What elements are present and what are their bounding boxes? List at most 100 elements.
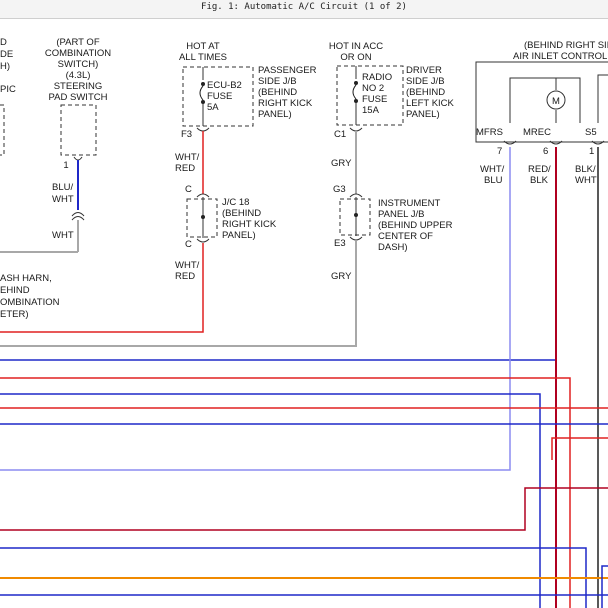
jc18-label-4: PANEL): [222, 230, 256, 241]
steering-label-2: COMBINATION: [45, 48, 111, 59]
passenger-jb-box: [182, 66, 254, 127]
driver-jb-label-4: LEFT KICK: [406, 98, 455, 109]
ecu-power-label-2: ALL TIMES: [179, 52, 227, 63]
ipjb-label-2: PANEL J/B: [378, 209, 424, 220]
steering-wire-color-1: BLU/: [52, 182, 73, 193]
left-top-text-3: H): [0, 61, 10, 72]
left-top-text-2: DE: [0, 49, 13, 60]
s5-wire-1: BLK/: [575, 164, 596, 175]
passenger-jb-label-1: PASSENGER: [258, 65, 317, 76]
jc18-connector-bottom: [196, 238, 210, 243]
mrec-wire-2: BLK: [530, 175, 549, 186]
driver-jb-label-1: DRIVER: [406, 65, 442, 76]
jc18-label-2: (BEHIND: [222, 208, 261, 219]
bus-wire-blue-2: [0, 393, 541, 608]
figure-title-bar: Fig. 1: Automatic A/C Circuit (1 of 2): [0, 0, 608, 19]
left-top-text-1: D: [0, 37, 7, 48]
left-edge-component: D DE H) PIC ASH HARN, EHIND OMBINATION E…: [0, 37, 60, 320]
steering-inline-connector: [71, 212, 85, 221]
bus-wire-red-1: [0, 377, 571, 608]
dash-harn-text-2: EHIND: [0, 285, 30, 296]
pin-mfrs-num: 7: [497, 146, 502, 157]
pin-s5: S5: [585, 127, 597, 138]
ipjb-label-4: CENTER OF: [378, 231, 433, 242]
passenger-jb-label-4: RIGHT KICK: [258, 98, 313, 109]
pin-mrec-num: 6: [543, 146, 548, 157]
steering-label-4: (4.3L): [66, 70, 91, 81]
steering-label-1: (PART OF: [56, 37, 99, 48]
wire-wht-blu-mfrs: [0, 147, 511, 471]
ecu-fuse-node-top: [201, 82, 205, 86]
ecu-fuse-label-3: 5A: [207, 102, 219, 113]
radio-fuse-node-bottom: [354, 99, 358, 103]
mrec-connector: [549, 140, 563, 145]
ecu-pin-label: F3: [181, 129, 192, 140]
air-inlet-internal-left: [509, 77, 556, 123]
radio-branch: HOT IN ACC OR ON RADIO NO 2 FUSE 15A DRI…: [0, 41, 455, 347]
pin-mrec: MREC: [523, 127, 551, 138]
radio-fuse-node-top: [354, 81, 358, 85]
dash-harn-text-3: OMBINATION: [0, 297, 60, 308]
ecu-wire-bottom-1: WHT/: [175, 260, 200, 271]
driver-jb-label-3: (BEHIND: [406, 87, 445, 98]
ecu-wire-top-1: WHT/: [175, 152, 200, 163]
motor-symbol: [546, 90, 566, 110]
jc18-label-3: RIGHT KICK: [222, 219, 277, 230]
ipjb-bottom-pin: E3: [334, 238, 346, 249]
ipjb-label-5: DASH): [378, 242, 408, 253]
bus-wire-red-3: [551, 437, 608, 460]
radio-pin-connector: [349, 127, 363, 132]
radio-fuse-label-2: NO 2: [362, 83, 384, 94]
motor-label: M: [552, 96, 560, 107]
steering-wire-color-2: WHT: [52, 194, 74, 205]
driver-jb-label-2: SIDE J/B: [406, 76, 445, 87]
bus-wire-blue-4: [0, 547, 587, 608]
steering-label-6: PAD SWITCH: [49, 92, 108, 103]
wire-gry-lower: [0, 241, 357, 347]
ipjb-label-1: INSTRUMENT: [378, 198, 440, 209]
ipjb-top-pin: G3: [333, 184, 346, 195]
left-component-box: [0, 104, 5, 156]
ecu-fuse-node-bottom: [201, 100, 205, 104]
radio-power-label-2: OR ON: [340, 52, 371, 63]
ecu-wire-bottom-2: RED: [175, 271, 195, 282]
ipjb-label-3: (BEHIND UPPER: [378, 220, 453, 231]
air-inlet-internal-right: [556, 77, 581, 123]
ecu-fuse-element: [199, 85, 204, 101]
left-pic-text: PIC: [0, 84, 16, 95]
ipjb-connector-top: [349, 193, 363, 198]
passenger-jb-label-5: PANEL): [258, 109, 292, 120]
ipjb-connector-bottom: [349, 236, 363, 241]
steering-lower-wire-label: WHT: [52, 230, 74, 241]
mrec-wire-1: RED/: [528, 164, 551, 175]
air-inlet-header-2: AIR INLET CONTROL: [513, 51, 607, 62]
passenger-jb-label-3: (BEHIND: [258, 87, 297, 98]
ecu-fuse-label-2: FUSE: [207, 91, 232, 102]
radio-fuse-element: [352, 84, 357, 100]
air-inlet-box: [475, 61, 608, 143]
steering-label-3: SWITCH): [58, 59, 99, 70]
air-inlet-header-1: (BEHIND RIGHT SIDE: [524, 40, 608, 51]
wire-harness: [0, 147, 608, 608]
driver-jb-label-5: PANEL): [406, 109, 440, 120]
ecu-wire-top-2: RED: [175, 163, 195, 174]
radio-power-label-1: HOT IN ACC: [329, 41, 383, 52]
ecu-power-label-1: HOT AT: [186, 41, 220, 52]
mfrs-wire-1: WHT/: [480, 164, 505, 175]
ecu-pin-connector: [196, 127, 210, 132]
dash-harn-text-1: ASH HARN,: [0, 273, 52, 284]
steering-pad-switch: (PART OF COMBINATION SWITCH) (4.3L) STEE…: [0, 37, 111, 253]
bus-wire-blue-5: [601, 565, 608, 608]
driver-jb-box: [336, 65, 404, 126]
s5-connector: [591, 140, 605, 145]
pin-mfrs: MFRS: [476, 127, 503, 138]
s5-wire-2: WHT: [575, 175, 597, 186]
steering-label-5: STEERING: [54, 81, 103, 92]
steering-pin-label: 1: [63, 160, 68, 171]
radio-fuse-label-3: FUSE: [362, 94, 387, 105]
jc18-junction-node: [201, 215, 205, 219]
passenger-jb-label-2: SIDE J/B: [258, 76, 297, 87]
jc18-bottom-pin: C: [185, 239, 192, 250]
dash-harn-text-4: ETER): [0, 309, 29, 320]
